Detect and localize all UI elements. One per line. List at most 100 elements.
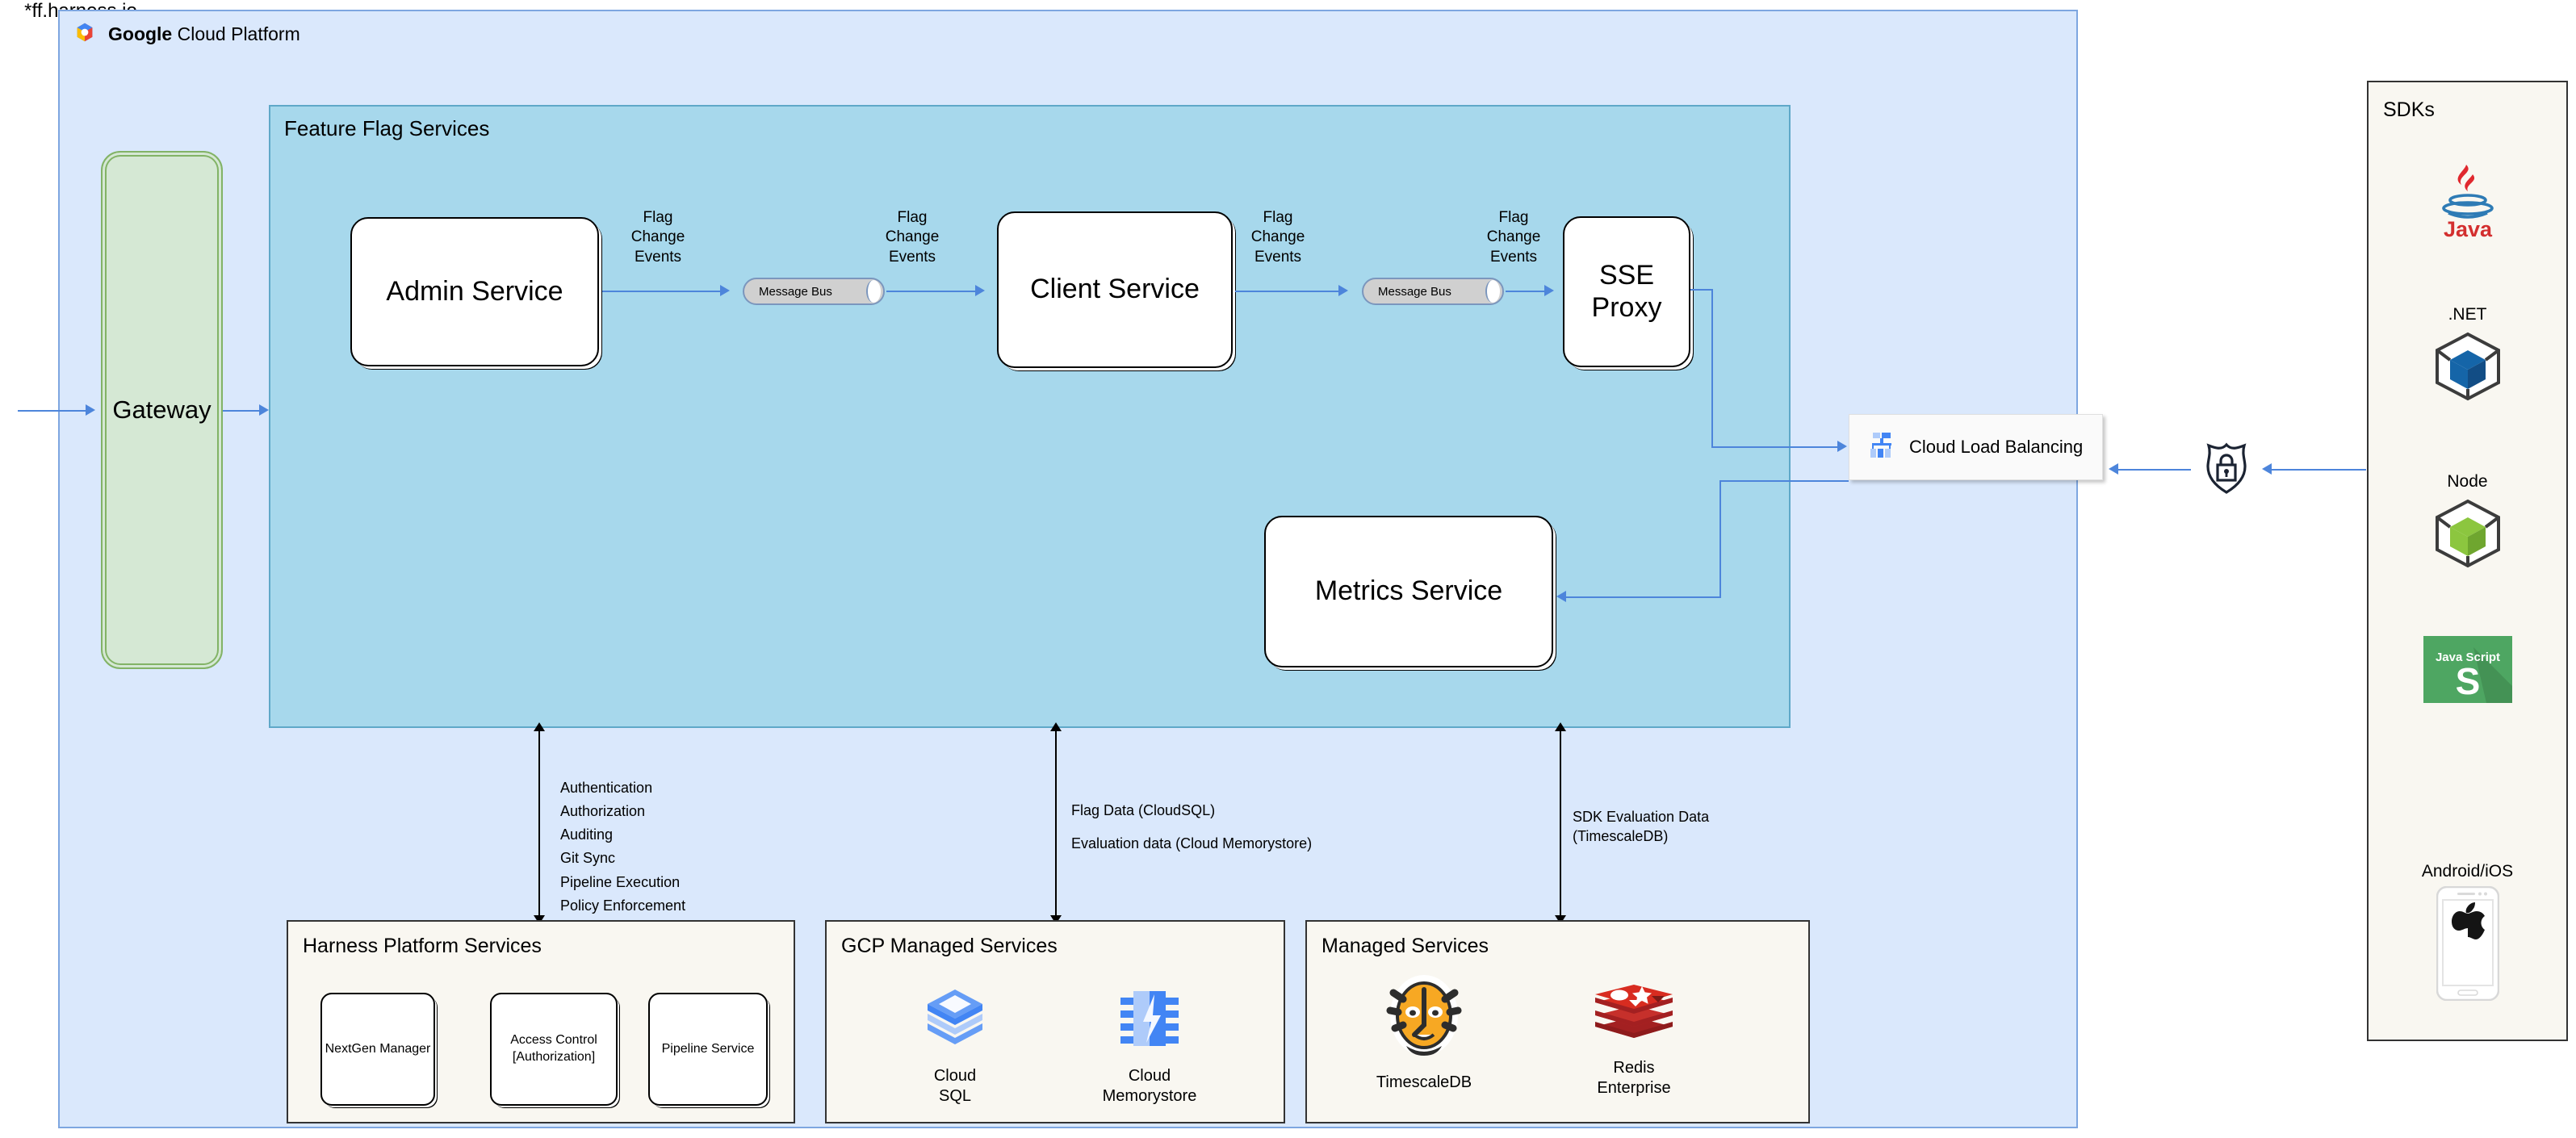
- arrow-head-down-icon: [534, 915, 545, 924]
- nextgen-manager-label: NextGen Manager: [325, 1041, 431, 1056]
- clb-to-metrics-seg-h2: [1566, 596, 1721, 598]
- timescaledb-label: TimescaleDB: [1376, 1073, 1472, 1091]
- harness-platform-connector-arrow: [534, 722, 545, 924]
- redis-logo-icon: [1592, 985, 1676, 1051]
- sdk-item-android-ios[interactable]: Android/iOS: [2367, 862, 2568, 1005]
- clb-ssl-line-left: [2118, 469, 2191, 471]
- metrics-service-box[interactable]: Metrics Service: [1264, 516, 1553, 667]
- inbound-connector-arrow: [86, 404, 95, 416]
- sdk-item-node-label: Node: [2447, 472, 2488, 491]
- gcp-panel-header: Google Cloud Platform: [73, 21, 557, 47]
- gcp-title-strong: Google: [108, 23, 173, 44]
- nextgen-manager-box[interactable]: NextGen Manager: [320, 993, 435, 1106]
- managed-services-panel: Managed Services: [1305, 920, 1810, 1123]
- managed-services-title: Managed Services: [1322, 935, 1489, 957]
- sdk-item-node[interactable]: Node: [2367, 472, 2568, 575]
- java-logo-icon: Java: [2367, 161, 2568, 243]
- sdks-panel-title: SDKs: [2383, 98, 2435, 121]
- feature-flag-services-panel: [269, 105, 1791, 728]
- timescaledb-tiger-icon: [1382, 975, 1466, 1065]
- gcp-managed-services-title: GCP Managed Services: [841, 935, 1058, 957]
- metrics-service-label: Metrics Service: [1314, 575, 1503, 607]
- sdk-item-dotnet-label: .NET: [2448, 305, 2487, 324]
- cloud-memorystore-icon: [1114, 991, 1185, 1059]
- sse-to-clb-seg-h2: [1711, 446, 1837, 448]
- clb-to-metrics-seg-h1: [1719, 480, 1849, 482]
- access-control-label: Access Control[Authorization]: [510, 1033, 597, 1064]
- admin-service-box[interactable]: Admin Service: [350, 217, 599, 366]
- arrow-head-down-icon: [1555, 915, 1566, 924]
- node-cube-icon: [2367, 496, 2568, 575]
- message-bus-1-cap-icon: [866, 280, 881, 303]
- clb-to-metrics-arrow: [1556, 591, 1566, 602]
- dotnet-cube-icon: [2367, 329, 2568, 408]
- annotation-line: SDK Evaluation Data: [1573, 809, 1710, 825]
- gcp-title-rest: Cloud Platform: [172, 23, 300, 44]
- admin-service-label: Admin Service: [386, 275, 563, 307]
- svg-text:Java Script: Java Script: [2435, 651, 2499, 664]
- admin-to-bus1-arrow: [720, 285, 730, 296]
- client-service-label: Client Service: [1030, 274, 1200, 305]
- arrow-head-down-icon: [1050, 915, 1062, 924]
- sdk-item-android-ios-label: Android/iOS: [2421, 862, 2514, 881]
- annotation-line: Pipeline Execution: [560, 873, 681, 890]
- arrow-head-up-icon: [1555, 722, 1566, 731]
- cloud-load-balancing-label: Cloud Load Balancing: [1909, 437, 2084, 457]
- arrow-head-up-icon: [534, 722, 545, 731]
- harness-platform-services-panel: Harness Platform Services NextGen Manage…: [287, 920, 795, 1123]
- harness-platform-annotation: Authentication Authorization Auditing Gi…: [560, 776, 685, 918]
- gateway-to-ffs-line: [223, 410, 259, 412]
- timescaledb-item[interactable]: TimescaleDB: [1347, 972, 1501, 1093]
- annotation-line: Authorization: [560, 803, 646, 820]
- mobile-apple-icon: [2367, 885, 2568, 1005]
- svg-text:Java: Java: [2443, 217, 2492, 239]
- cloud-sql-icon: [923, 989, 987, 1059]
- sse-to-clb-seg-h1: [1690, 289, 1712, 291]
- annotation-line: Authentication: [560, 780, 653, 796]
- message-bus-1[interactable]: Message Bus: [743, 278, 885, 305]
- ssl-sdk-line: [2272, 469, 2366, 471]
- bus1-to-client-arrow: [975, 285, 985, 296]
- message-bus-2[interactable]: Message Bus: [1362, 278, 1504, 305]
- access-control-box[interactable]: Access Control[Authorization]: [490, 993, 618, 1106]
- ssl-sdk-arrow: [2262, 463, 2272, 475]
- bus2-to-sse-line: [1506, 291, 1544, 292]
- sdk-item-java[interactable]: Java: [2367, 161, 2568, 243]
- client-to-bus2-arrow: [1338, 285, 1348, 296]
- sdk-item-javascript[interactable]: Java Script S: [2367, 636, 2568, 707]
- inbound-connector-line: [18, 410, 86, 412]
- client-service-box[interactable]: Client Service: [997, 211, 1233, 368]
- annotation-line: Policy Enforcement: [560, 897, 686, 914]
- bus2-to-sse-arrow: [1544, 285, 1554, 296]
- gcp-managed-connector-arrow: [1050, 722, 1062, 924]
- message-bus-1-label: Message Bus: [759, 284, 832, 299]
- cloud-load-balancing-box[interactable]: Cloud Load Balancing: [1849, 414, 2103, 480]
- sdk-item-dotnet[interactable]: .NET: [2367, 305, 2568, 408]
- managed-data-annotation: SDK Evaluation Data (TimescaleDB): [1573, 807, 1709, 847]
- ssl-shield-lock-icon: [2199, 441, 2254, 496]
- annotation-line: Flag Data (CloudSQL): [1071, 802, 1216, 818]
- sse-to-clb-arrow: [1837, 441, 1847, 452]
- sse-to-clb-seg-v: [1711, 289, 1713, 447]
- clb-ssl-arrow-left: [2109, 463, 2118, 475]
- pipeline-service-box[interactable]: Pipeline Service: [648, 993, 768, 1106]
- feature-flag-services-title: Feature Flag Services: [284, 116, 490, 140]
- gateway-to-ffs-arrow: [259, 404, 269, 416]
- gateway-box[interactable]: Gateway: [101, 151, 223, 669]
- annotation-line: Git Sync: [560, 850, 616, 867]
- message-bus-2-cap-icon: [1485, 280, 1500, 303]
- client-to-bus2-line: [1235, 291, 1338, 292]
